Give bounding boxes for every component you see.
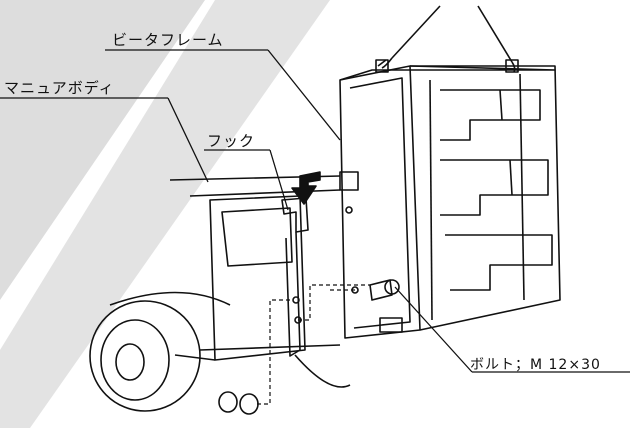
tire-outer: [89, 300, 201, 412]
leader-manure-body: [167, 97, 209, 183]
leader-lines: [0, 49, 630, 373]
leader-bolt: [394, 286, 473, 373]
hanging-lug-left: [375, 59, 389, 73]
guide-bolt-path-2: [298, 284, 370, 321]
hook-hole-1: [292, 296, 300, 304]
body-lower-line: [199, 344, 341, 351]
fender: [109, 291, 231, 306]
frame-rib-7: [509, 159, 513, 196]
manure-body-label: マニュアボディ: [4, 79, 115, 97]
tire-mid: [100, 319, 170, 401]
watermark-band-2: [0, 0, 330, 428]
frame-rib-2: [440, 159, 549, 216]
bottom-slot: [379, 317, 403, 333]
hanging-lug-right: [505, 59, 519, 73]
front-bolt-hole-1: [345, 206, 353, 214]
nut: [218, 391, 238, 413]
washer: [239, 393, 259, 415]
hoist-rope-right: [477, 5, 513, 63]
hoist-rope-left: [391, 5, 441, 59]
down-arrow: [291, 171, 321, 205]
manure-body-lower: [174, 354, 216, 361]
bolt-label: ボルト；M 12×30: [470, 357, 601, 373]
hoist-hook-left: [377, 57, 393, 69]
heater-frame-label: ビータフレーム: [112, 31, 224, 49]
watermark-band: [0, 0, 205, 300]
leader-heater-frame: [267, 49, 341, 141]
frame-bolt: [369, 279, 393, 301]
frame-rib-6: [499, 89, 503, 121]
body-curve: [294, 354, 351, 388]
frame-rib-3: [445, 234, 553, 291]
heater-frame-top: [339, 65, 556, 81]
heater-frame-inner-edge: [349, 77, 411, 329]
guide-bolt-path: [256, 299, 290, 405]
manure-body-top-rail-2: [189, 189, 341, 197]
frame-rib-1: [440, 89, 541, 141]
leader-hook: [269, 149, 289, 211]
line-art: [89, 5, 561, 415]
frame-rib-4: [429, 79, 433, 321]
frame-rib-5: [519, 73, 525, 301]
hook-plate: [285, 231, 301, 357]
guide-hole-line: [329, 288, 355, 291]
hook-label: フック: [207, 132, 256, 150]
dashed-guides: [256, 284, 370, 405]
manure-body-inner: [221, 207, 293, 267]
tire-hub: [115, 343, 145, 381]
front-fitting: [339, 171, 359, 191]
heater-frame-right-side: [410, 65, 561, 331]
frame-bolt-head: [384, 279, 400, 295]
manure-body-side: [209, 195, 306, 361]
